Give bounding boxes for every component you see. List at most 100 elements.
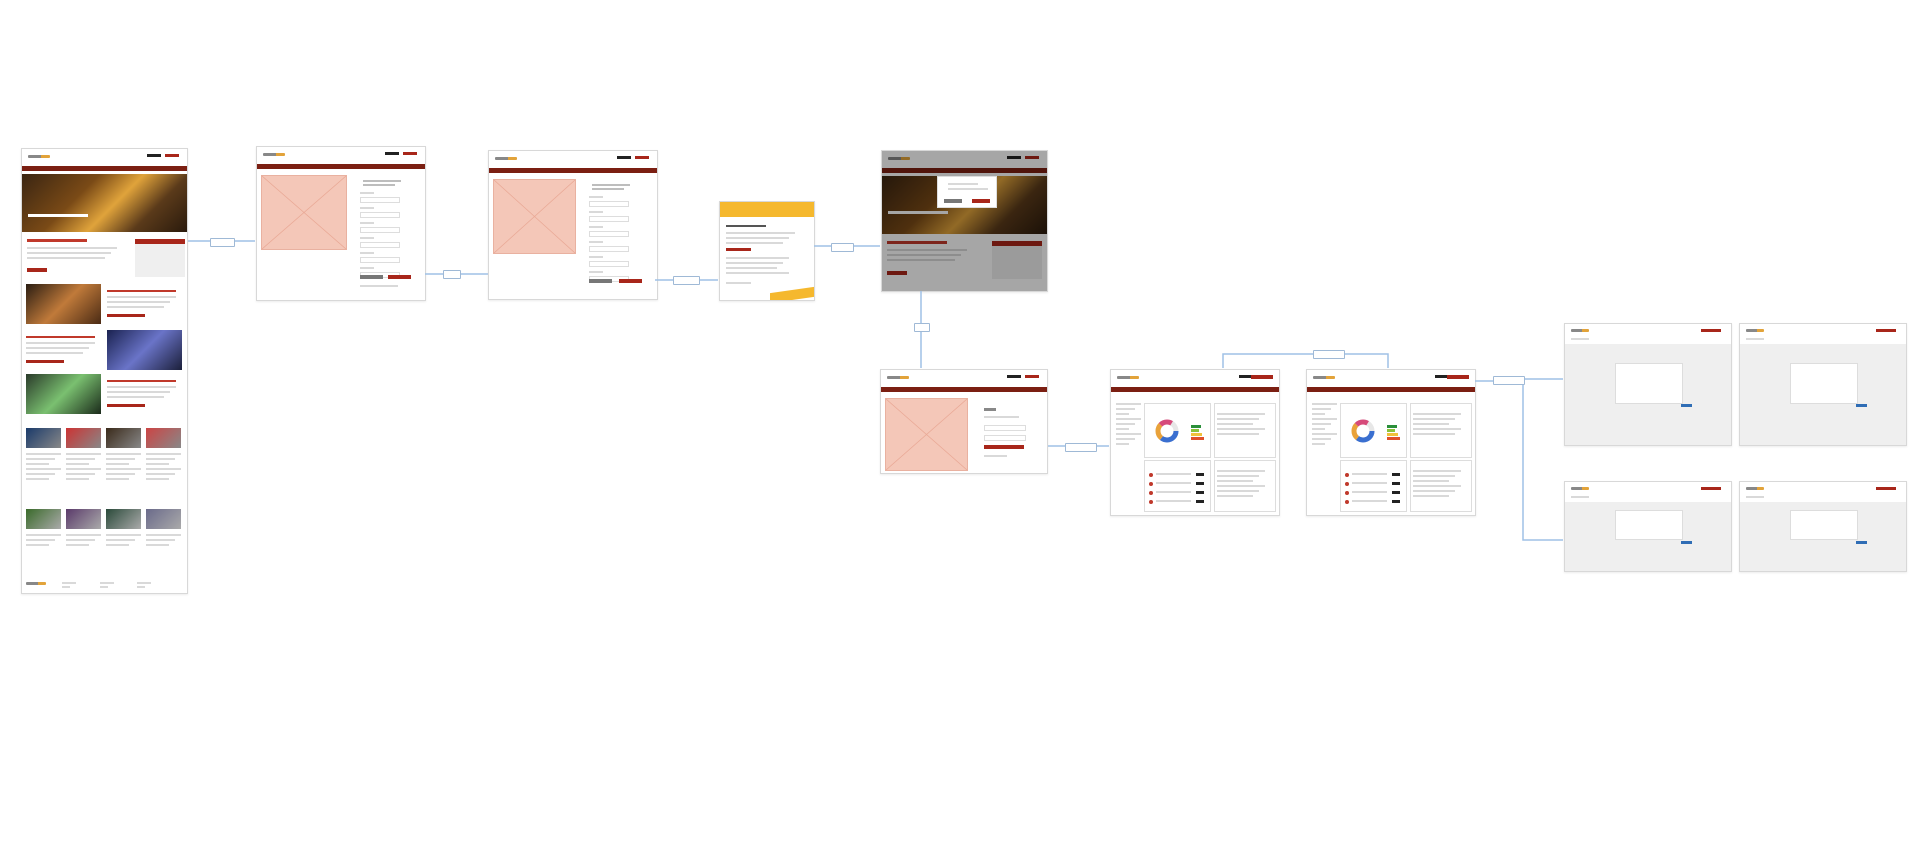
form-field xyxy=(589,201,629,207)
screen-dashboard-a xyxy=(1110,369,1280,516)
text-line xyxy=(1217,490,1259,492)
email-title xyxy=(726,225,766,227)
text-line xyxy=(1413,418,1455,420)
field-label xyxy=(589,271,603,273)
site-header xyxy=(1740,324,1906,336)
site-logo xyxy=(1746,487,1764,490)
task-status-dot xyxy=(1345,482,1349,486)
text-line xyxy=(1312,423,1331,425)
back-button xyxy=(360,275,383,279)
task-status-dot xyxy=(1149,500,1153,504)
main-nav-bar xyxy=(22,166,187,171)
password-field xyxy=(984,435,1026,441)
site-logo xyxy=(495,157,517,160)
text-line xyxy=(1312,438,1331,440)
text-line xyxy=(26,342,95,344)
main-nav-bar xyxy=(489,168,657,173)
back-button xyxy=(589,279,612,283)
intro-button xyxy=(887,271,907,275)
screen-modal-c xyxy=(1564,481,1732,572)
image-placeholder xyxy=(885,398,968,471)
site-logo xyxy=(1746,329,1764,332)
text-line xyxy=(66,539,95,541)
text-line xyxy=(106,463,129,465)
text-line xyxy=(887,259,955,261)
main-nav-bar xyxy=(882,168,1047,173)
modal-confirm-button xyxy=(1856,541,1867,544)
feature-button xyxy=(107,314,145,317)
text-line xyxy=(592,188,624,190)
task-status-dot xyxy=(1345,500,1349,504)
image-placeholder xyxy=(261,175,347,250)
text-line xyxy=(100,586,108,588)
intro-button xyxy=(27,268,47,272)
text-line xyxy=(726,267,777,269)
site-logo xyxy=(888,157,910,160)
text-line xyxy=(1413,490,1455,492)
field-label xyxy=(360,222,374,224)
task-status-dot xyxy=(1345,491,1349,495)
site-logo xyxy=(1117,376,1139,379)
text-line xyxy=(107,301,170,303)
sidebar-login-panel xyxy=(135,239,185,277)
text-line xyxy=(726,282,751,284)
field-label xyxy=(360,252,374,254)
connector-label xyxy=(443,270,461,279)
feature-image xyxy=(26,284,101,324)
footer-logo xyxy=(26,582,46,585)
text-line xyxy=(66,468,101,470)
feature-title xyxy=(26,336,95,338)
text-line xyxy=(1571,338,1589,340)
main-nav-bar xyxy=(1111,387,1279,392)
modal-dialog xyxy=(1615,363,1683,404)
text-line xyxy=(66,478,89,480)
hero-banner xyxy=(22,174,187,232)
connector-label xyxy=(1313,350,1345,359)
text-line xyxy=(1413,485,1461,487)
sign-in-title xyxy=(984,408,996,411)
rating-bars xyxy=(1191,425,1204,440)
site-logo xyxy=(1571,487,1589,490)
form-field xyxy=(589,261,629,267)
site-header xyxy=(881,370,1047,384)
text-line xyxy=(1116,443,1129,445)
feature-button xyxy=(26,360,64,363)
screen-modal-b xyxy=(1739,323,1907,446)
register-button xyxy=(165,154,179,157)
sidebar-heading xyxy=(992,241,1042,246)
modal-confirm-button xyxy=(1681,404,1692,407)
text-line xyxy=(146,468,181,470)
text-line xyxy=(106,544,129,546)
text-line xyxy=(137,586,145,588)
text-line xyxy=(726,242,783,244)
text-line xyxy=(66,534,101,536)
text-line xyxy=(1116,413,1129,415)
main-nav-bar xyxy=(881,387,1047,392)
task-tag xyxy=(1196,500,1204,503)
news-thumbnail xyxy=(146,509,181,529)
tab-button xyxy=(1447,375,1469,379)
activity-card xyxy=(1410,403,1472,458)
text-line xyxy=(1413,495,1449,497)
text-line xyxy=(66,544,89,546)
task-line xyxy=(1156,482,1191,484)
text-line xyxy=(26,468,61,470)
text-line xyxy=(26,453,61,455)
text-line xyxy=(106,534,141,536)
form-field xyxy=(360,197,400,203)
field-label xyxy=(360,192,374,194)
tab-button xyxy=(1251,375,1273,379)
text-line xyxy=(146,544,169,546)
text-line xyxy=(1116,428,1129,430)
field-label xyxy=(589,211,603,213)
site-logo xyxy=(28,155,50,158)
screen-modal-a xyxy=(1564,323,1732,446)
connector-label xyxy=(914,323,930,332)
text-line xyxy=(107,386,176,388)
task-line xyxy=(1156,500,1191,502)
task-tag xyxy=(1392,473,1400,476)
text-line xyxy=(66,458,95,460)
field-label xyxy=(589,241,603,243)
text-line xyxy=(1413,480,1449,482)
text-line xyxy=(726,262,783,264)
